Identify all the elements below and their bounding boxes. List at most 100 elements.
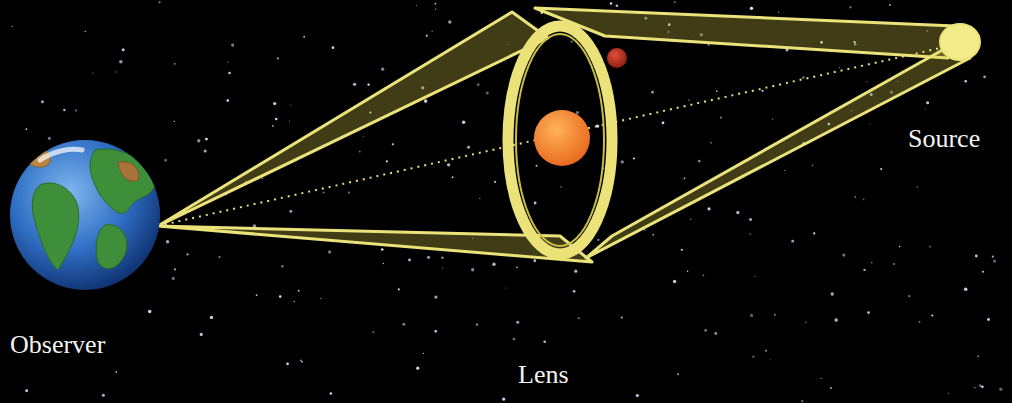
star (987, 318, 990, 321)
star (750, 314, 753, 317)
star (462, 121, 465, 124)
planet (607, 48, 627, 68)
star (992, 256, 994, 258)
star (621, 316, 623, 318)
star (863, 269, 865, 271)
star (492, 263, 495, 266)
star (227, 99, 230, 102)
star (102, 394, 105, 397)
star (290, 105, 291, 106)
star (750, 7, 753, 10)
star (993, 260, 996, 263)
star (115, 71, 116, 72)
star (228, 72, 230, 74)
light-band (158, 12, 548, 226)
star (424, 99, 428, 103)
star (974, 387, 975, 388)
object-label: Lens (518, 360, 569, 390)
star (977, 355, 979, 357)
star (849, 6, 852, 9)
star (286, 363, 289, 366)
star (687, 271, 688, 272)
star (677, 373, 679, 375)
star (979, 384, 982, 387)
star (830, 387, 832, 389)
star (494, 181, 496, 183)
star (452, 176, 454, 178)
star (831, 292, 834, 295)
star (447, 163, 450, 166)
star (919, 321, 921, 323)
star (703, 275, 705, 277)
star (899, 246, 901, 248)
continent (96, 225, 127, 269)
star (416, 367, 419, 370)
star (982, 271, 984, 273)
star (122, 48, 125, 51)
star (275, 118, 278, 121)
continent (32, 183, 79, 270)
star (820, 378, 821, 379)
star (402, 323, 405, 326)
lens-star (534, 110, 590, 166)
earth-ocean (10, 140, 160, 290)
star (750, 234, 751, 235)
star (426, 35, 428, 37)
star (714, 332, 717, 335)
star (964, 287, 968, 291)
star (367, 83, 369, 85)
object-label: Observer (10, 330, 105, 360)
star (323, 191, 325, 193)
star (791, 240, 794, 243)
star (651, 91, 654, 94)
star (434, 295, 437, 298)
star (348, 192, 350, 194)
star (570, 40, 572, 42)
star (85, 31, 86, 32)
star (964, 80, 966, 82)
star (398, 288, 400, 290)
star (228, 62, 229, 63)
star (164, 159, 167, 162)
star (386, 160, 388, 162)
star (533, 259, 536, 262)
earth (10, 140, 160, 290)
star (256, 294, 258, 296)
star (752, 356, 754, 358)
star (893, 263, 895, 265)
star (300, 359, 302, 361)
star (839, 67, 840, 68)
star (75, 109, 77, 111)
star (477, 83, 480, 86)
star (770, 359, 771, 360)
star (427, 256, 430, 259)
star (442, 268, 443, 269)
star (578, 317, 580, 319)
star (778, 12, 779, 13)
star (880, 168, 882, 170)
star (119, 60, 123, 64)
star (273, 102, 276, 105)
star (467, 146, 470, 149)
star (636, 394, 639, 397)
star (772, 118, 773, 119)
star (328, 250, 331, 253)
star (673, 280, 676, 283)
star (279, 295, 282, 298)
star (432, 31, 433, 32)
star (174, 121, 175, 122)
star (392, 143, 394, 145)
star (652, 234, 654, 236)
star (332, 46, 335, 49)
star (983, 76, 986, 79)
star (765, 350, 767, 352)
star (736, 211, 739, 214)
star (486, 91, 489, 94)
star (948, 393, 949, 394)
star (908, 295, 910, 297)
star (573, 290, 576, 293)
star (854, 196, 856, 198)
star (866, 81, 867, 82)
star (63, 109, 66, 112)
star (681, 249, 683, 251)
